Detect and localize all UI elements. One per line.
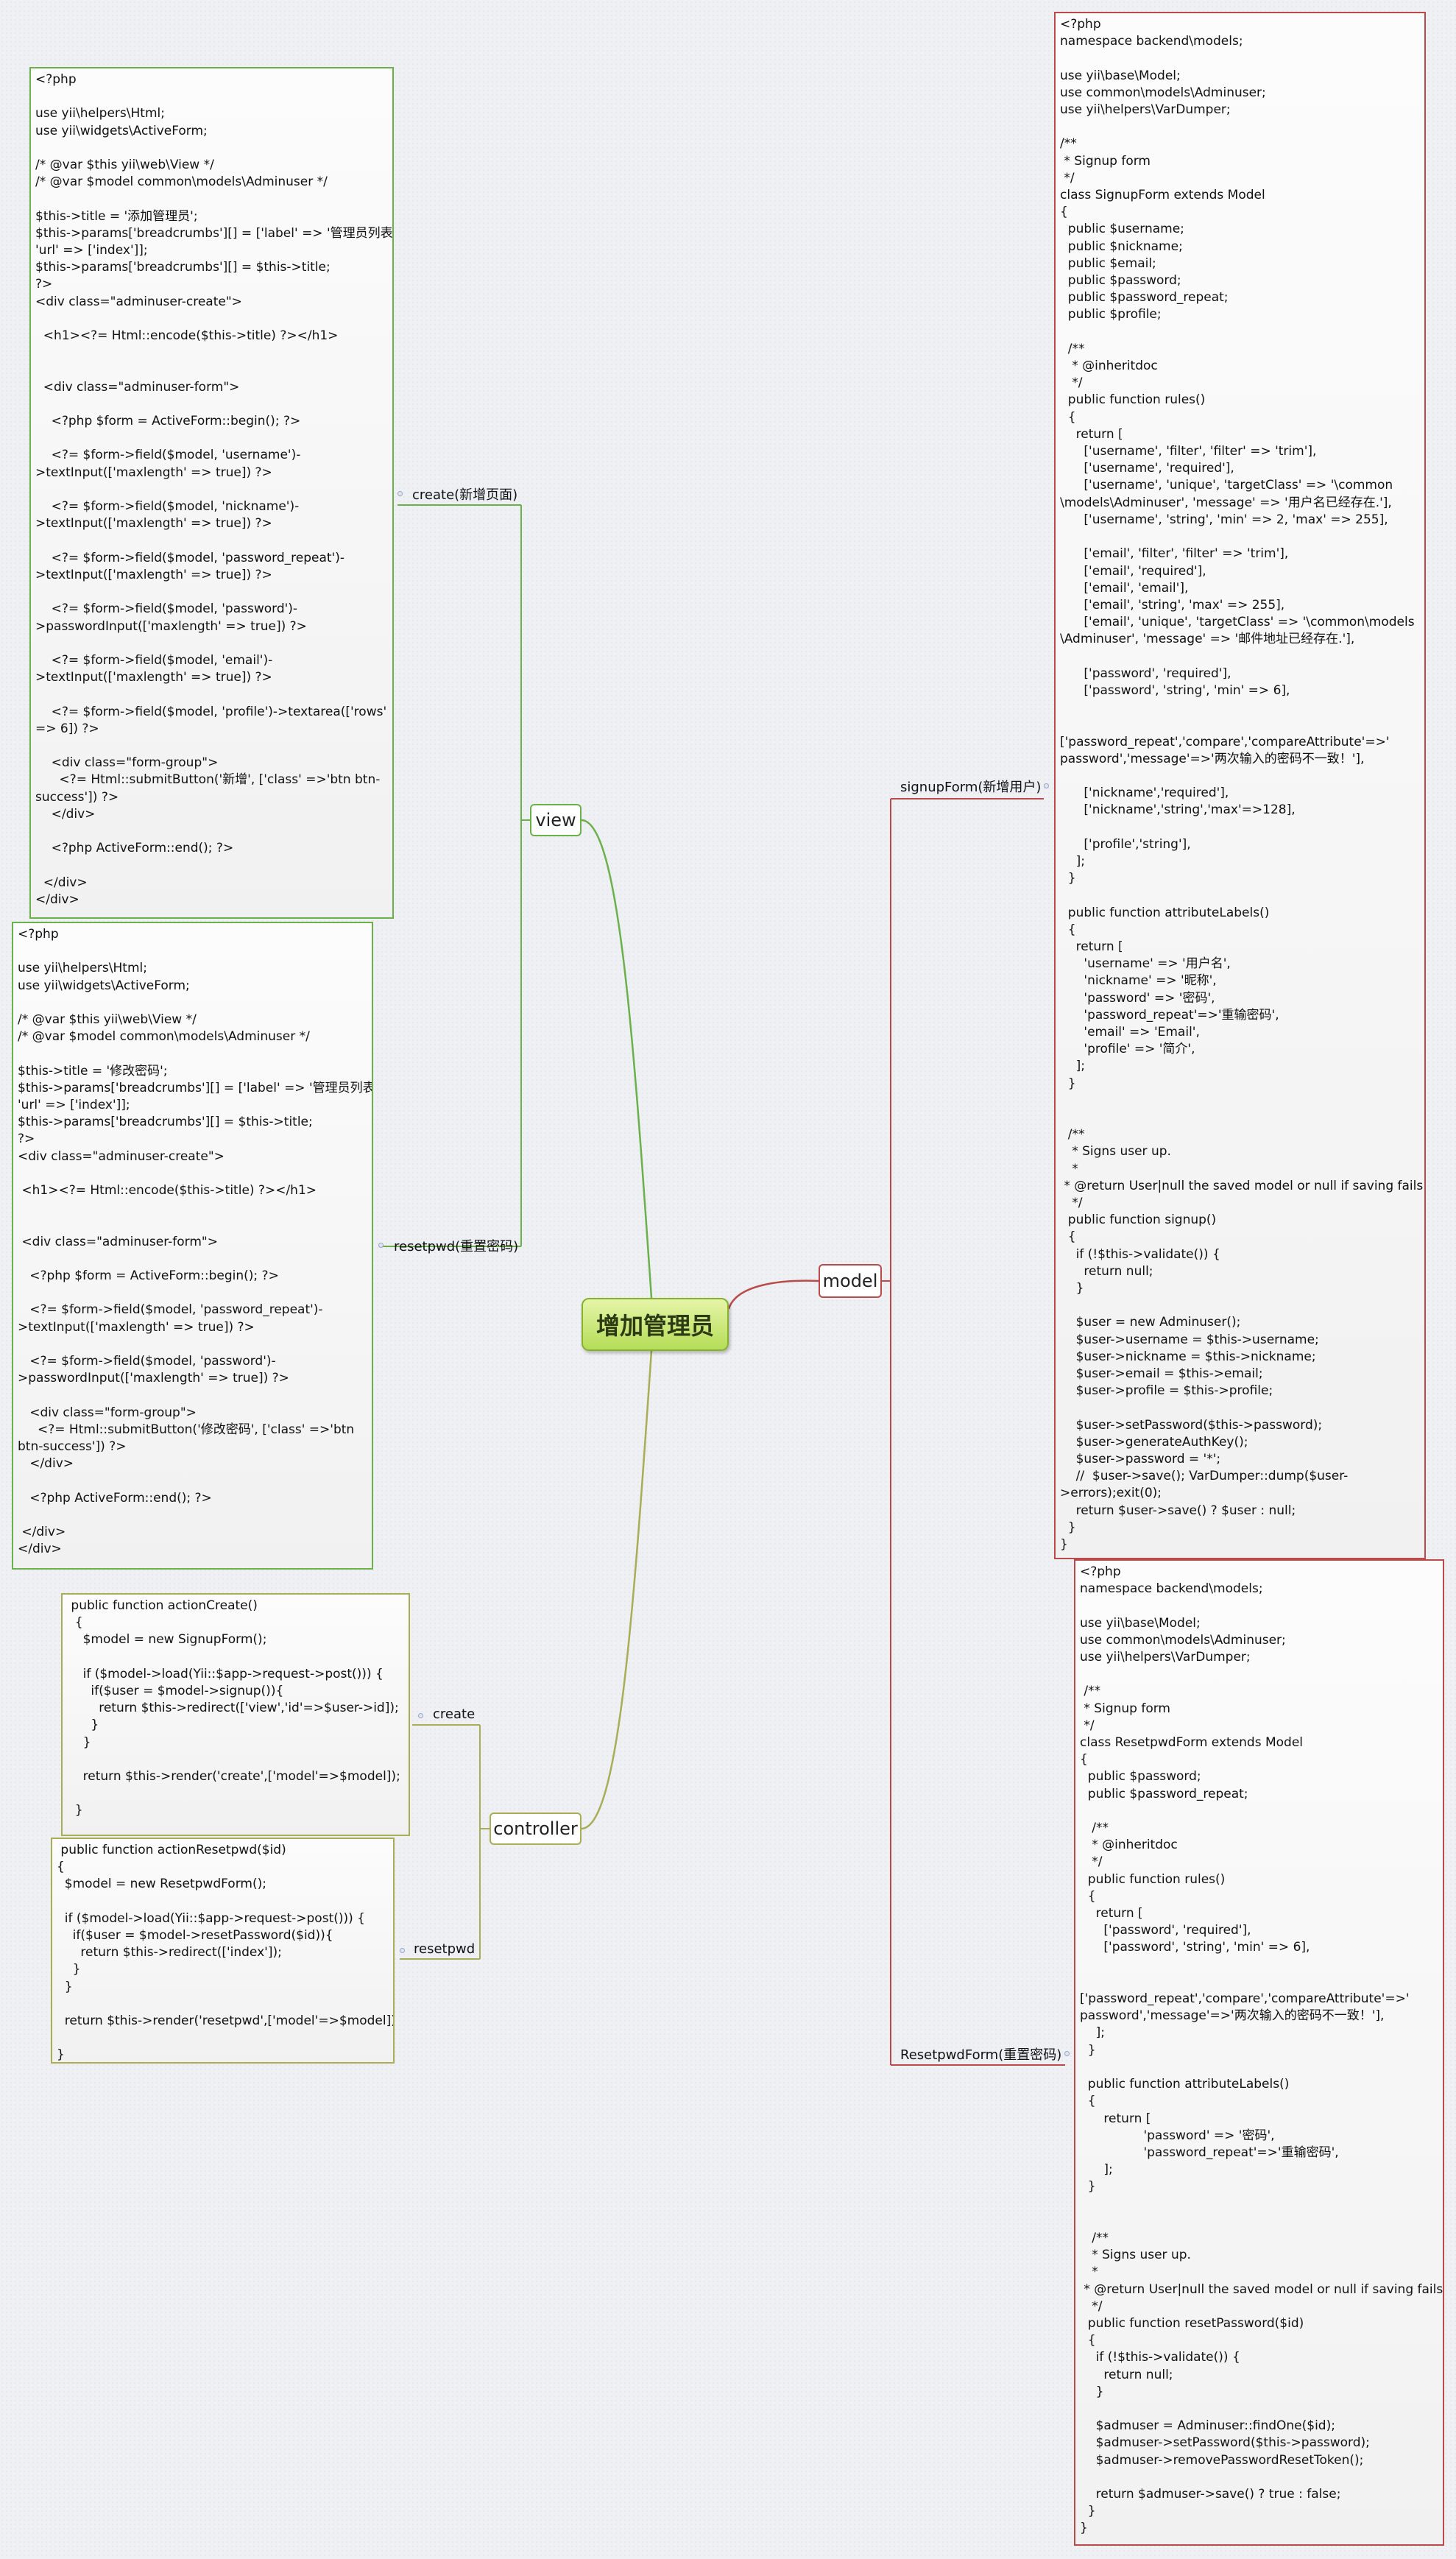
- link-view-children: [379, 504, 530, 1247]
- link-central-controller: [581, 1350, 653, 1830]
- view-create-code-box: <?php use yii\helpers\Html; use yii\widg…: [29, 67, 394, 919]
- link-model-children: [819, 798, 1065, 2066]
- pin-model-resetpwd: [1064, 2051, 1070, 2056]
- branch-label-controller-resetpwd[interactable]: resetpwd: [414, 1941, 476, 1957]
- controller-resetpwd-code-box: public function actionResetpwd($id) { $m…: [51, 1838, 395, 2064]
- central-topic[interactable]: 增加管理员: [582, 1298, 729, 1351]
- controller-create-code-box: public function actionCreate() { $model …: [61, 1593, 410, 1836]
- branch-label-controller-create[interactable]: create: [433, 1706, 476, 1722]
- branch-label-model-signup[interactable]: signupForm(新增用户): [900, 780, 1042, 795]
- branch-label-view-resetpwd[interactable]: resetpwd(重置密码): [394, 1239, 519, 1254]
- node-model[interactable]: model: [819, 1264, 882, 1298]
- node-controller[interactable]: controller: [490, 1813, 582, 1845]
- link-central-view: [581, 819, 653, 1299]
- branch-label-view-create[interactable]: create(新增页面): [412, 487, 518, 503]
- pin-controller-create: [418, 1713, 423, 1718]
- link-central-model: [727, 1280, 819, 1310]
- pin-controller-resetpwd: [400, 1948, 405, 1953]
- pin-view-create: [397, 491, 403, 496]
- node-view[interactable]: view: [530, 804, 582, 836]
- model-signup-code-box: <?php namespace backend\models; use yii\…: [1054, 12, 1426, 1559]
- pin-view-resetpwd: [378, 1243, 384, 1248]
- pin-model-signup: [1044, 783, 1049, 788]
- view-resetpwd-code-box: <?php use yii\helpers\Html; use yii\widg…: [12, 922, 373, 1570]
- model-resetpwd-code-box: <?php namespace backend\models; use yii\…: [1074, 1559, 1444, 2546]
- link-controller-children: [400, 1724, 490, 1960]
- branch-label-model-resetpwd[interactable]: ResetpwdForm(重置密码): [900, 2047, 1062, 2063]
